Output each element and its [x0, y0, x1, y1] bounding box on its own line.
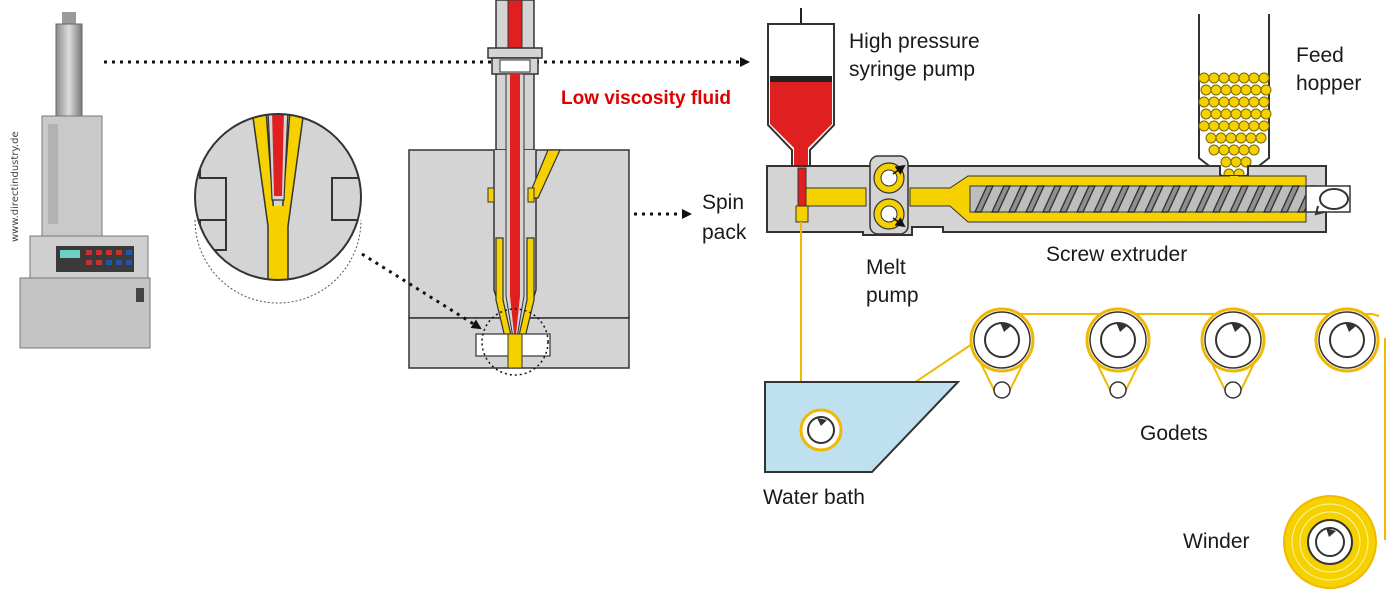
pellet [1225, 132, 1237, 144]
pellet [1238, 72, 1250, 84]
screw-flight [1109, 185, 1131, 213]
screw-flight [1245, 185, 1267, 213]
pellet [1218, 72, 1230, 84]
screw-extruder-body [766, 155, 1351, 236]
screw-flight [1126, 185, 1148, 213]
pellet [1228, 96, 1240, 108]
label-screw-extruder: Screw extruder [1046, 243, 1187, 266]
pellet [1240, 156, 1252, 168]
screw-flight [1228, 185, 1250, 213]
label-spin-pack-line2: pack [702, 221, 747, 244]
pellet [1208, 120, 1220, 132]
pellet [1208, 144, 1220, 156]
label-feed-hopper-line2: hopper [1296, 72, 1361, 95]
pellet [1238, 120, 1250, 132]
pellet [1208, 72, 1220, 84]
pellet [1215, 132, 1227, 144]
pellet [1260, 84, 1272, 96]
pellet [1228, 72, 1240, 84]
pellet [1230, 84, 1242, 96]
pellet [1228, 120, 1240, 132]
godet-roller-icon [1085, 307, 1151, 399]
pellet [1200, 108, 1212, 120]
pellet [1248, 96, 1260, 108]
watermark-text: www.directindustry.de [10, 131, 21, 242]
screw-flight [973, 185, 995, 213]
screw-flight [1279, 185, 1301, 213]
syringe-pump-device-icon [19, 12, 151, 349]
pellet [1198, 96, 1210, 108]
pellet [1240, 84, 1252, 96]
pellet [1230, 156, 1242, 168]
pellet [1238, 96, 1250, 108]
feed-hopper [1198, 14, 1272, 192]
pellet [1248, 144, 1260, 156]
label-godets: Godets [1140, 422, 1208, 445]
label-syringe-pump-line2: syringe pump [849, 58, 975, 81]
pellet [1230, 108, 1242, 120]
screw-flight [1160, 185, 1182, 213]
pellet [1260, 108, 1272, 120]
pellet [1255, 132, 1267, 144]
label-syringe-pump-line1: High pressure [849, 30, 980, 53]
pellet [1220, 84, 1232, 96]
pellet [1220, 108, 1232, 120]
pellet [1218, 144, 1230, 156]
screw-flight [1058, 185, 1080, 213]
screw-flight [1092, 185, 1114, 213]
pellet [1218, 96, 1230, 108]
screw-flight [1024, 185, 1046, 213]
pellet [1245, 132, 1257, 144]
label-low-viscosity-fluid: Low viscosity fluid [561, 88, 731, 109]
godet-roller-icon [1200, 307, 1266, 399]
label-feed-hopper-line1: Feed [1296, 44, 1344, 67]
nozzle-magnification [194, 113, 362, 304]
screw-flight [1007, 185, 1029, 213]
godets [969, 307, 1380, 399]
pellet [1218, 120, 1230, 132]
water-bath-roller-icon [799, 408, 843, 452]
pellet [1238, 144, 1250, 156]
rotation-arrow-icon [1314, 188, 1349, 216]
label-melt-pump-line1: Melt [866, 256, 906, 279]
water-bath [764, 381, 961, 473]
pellet [1258, 120, 1270, 132]
godet-roller-icon [969, 307, 1035, 399]
pellet [1198, 120, 1210, 132]
pellet [1220, 156, 1232, 168]
pellet [1210, 84, 1222, 96]
screw-flight [1143, 185, 1165, 213]
label-spin-pack-line1: Spin [702, 191, 744, 214]
pellet [1210, 108, 1222, 120]
pellet [1208, 96, 1220, 108]
pellet [1235, 132, 1247, 144]
screw-flight [1041, 185, 1063, 213]
pellet [1205, 132, 1217, 144]
screw-flight [1177, 185, 1199, 213]
label-water-bath: Water bath [763, 486, 865, 509]
pellet [1248, 120, 1260, 132]
pellet [1248, 72, 1260, 84]
pellet [1258, 96, 1270, 108]
screw-flight [1194, 185, 1216, 213]
pellet [1198, 72, 1210, 84]
pellet [1228, 144, 1240, 156]
screw-flight [1075, 185, 1097, 213]
spin-pack-cross-section [408, 0, 630, 376]
screw-flight [1211, 185, 1233, 213]
winder [1283, 495, 1377, 589]
pellet [1200, 84, 1212, 96]
label-winder: Winder [1183, 530, 1250, 553]
pellet [1250, 84, 1262, 96]
label-melt-pump-line2: pump [866, 284, 919, 307]
high-pressure-syringe-pump [767, 23, 835, 169]
pellet [1240, 108, 1252, 120]
pellet [1250, 108, 1262, 120]
screw-flight [1262, 185, 1284, 213]
pellet [1258, 72, 1270, 84]
screw-flight [990, 185, 1012, 213]
godet-roller-icon [1314, 307, 1380, 373]
